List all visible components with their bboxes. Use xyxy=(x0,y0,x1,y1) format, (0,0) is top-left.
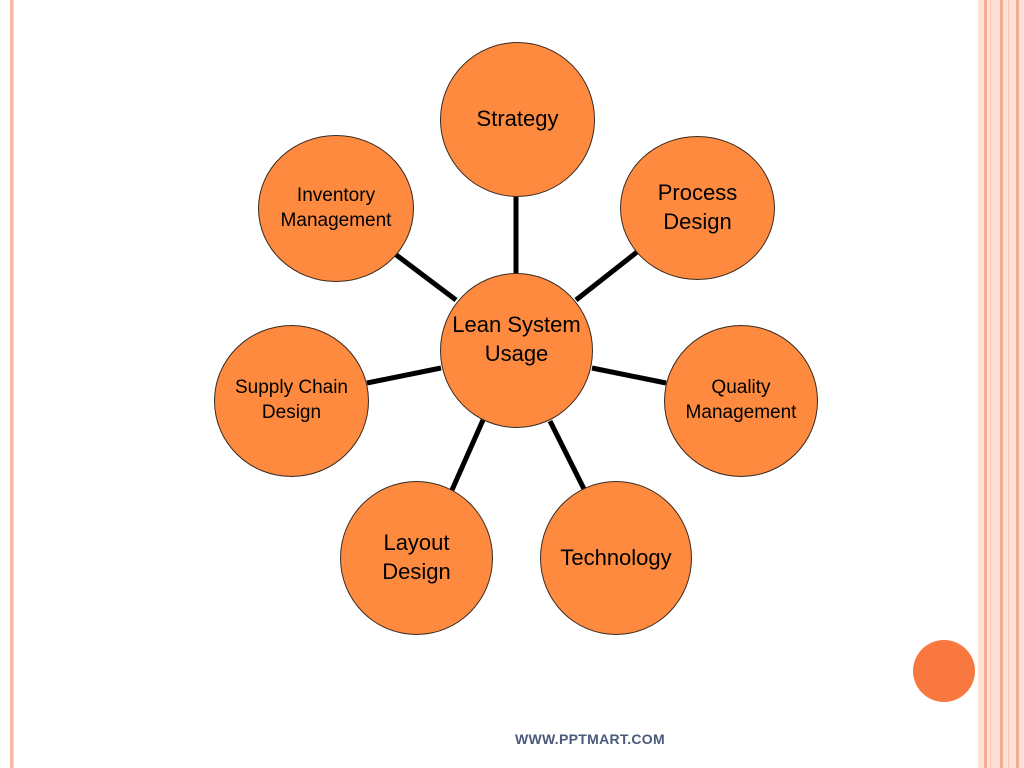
node-center-label-1: Lean System xyxy=(452,311,581,337)
node-supply-chain-design: Supply Chain Design xyxy=(214,325,369,477)
connector-quality-management xyxy=(591,365,667,386)
node-center-lean-system-usage: Lean System Usage xyxy=(440,273,593,428)
node-process-design: Process Design xyxy=(620,136,775,280)
node-supply-chain-design-label-1: Supply Chain xyxy=(234,377,349,399)
frame-right-line xyxy=(984,0,987,768)
node-inventory-management-label-1: Inventory xyxy=(296,184,376,206)
connector-process-design xyxy=(574,250,639,302)
node-supply-chain-design-label-2: Design xyxy=(261,402,322,423)
frame-right-line xyxy=(1008,0,1009,768)
connector-inventory-management xyxy=(393,252,458,302)
node-layout-design-label-2: Design xyxy=(382,559,451,584)
node-center-label-2: Usage xyxy=(484,340,549,366)
footer-url: WWW.PPTMART.COM xyxy=(515,731,665,747)
node-technology: Technology xyxy=(540,481,692,635)
connector-technology xyxy=(547,419,587,491)
node-layout-design-label-1: Layout xyxy=(383,530,450,556)
node-quality-management: Quality Management xyxy=(664,325,818,477)
node-technology-label: Technology xyxy=(560,544,672,570)
frame-right-line xyxy=(990,0,991,768)
node-inventory-management: Inventory Management xyxy=(258,135,414,282)
frame-right-line xyxy=(1016,0,1019,768)
node-layout-design: Layout Design xyxy=(340,481,493,635)
node-quality-management-label-2: Management xyxy=(685,402,797,423)
frame-left-border-inner xyxy=(13,0,14,768)
frame-right-line xyxy=(1000,0,1003,768)
node-quality-management-label-1: Quality xyxy=(711,377,771,399)
node-process-design-label-1: Process xyxy=(657,180,738,206)
decorative-circle xyxy=(913,640,975,702)
node-process-design-label-2: Design xyxy=(663,209,732,234)
node-inventory-management-label-2: Management xyxy=(280,209,392,231)
node-strategy-label: Strategy xyxy=(476,106,559,132)
frame-left-border xyxy=(10,0,13,768)
connector-supply-chain-design xyxy=(366,365,442,386)
node-strategy: Strategy xyxy=(440,42,595,197)
connector-layout-design xyxy=(449,418,486,492)
